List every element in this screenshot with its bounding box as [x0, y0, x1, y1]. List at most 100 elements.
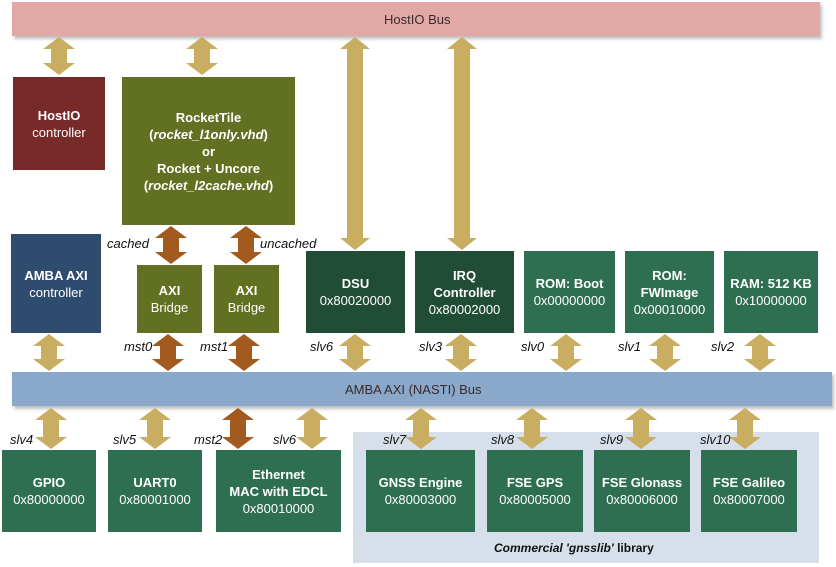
rom-fw-title1: ROM:	[652, 267, 687, 283]
rocket-line4: Rocket + Uncore	[157, 160, 260, 176]
rom-fw-title2: FWImage	[640, 284, 699, 300]
rom-boot-block: ROM: Boot 0x00000000	[524, 251, 615, 333]
axi-bridge-uncached-title: AXI	[235, 283, 258, 298]
arrow-slv7	[405, 408, 437, 449]
fse-glonass-block: FSE Glonass 0x80006000	[594, 450, 690, 532]
label-slv6-eth: slv6	[273, 432, 297, 447]
arrow-irq-hostio	[447, 37, 477, 250]
gpio-address: 0x80000000	[13, 492, 85, 507]
amba-axi-controller-title: AMBA AXI	[24, 267, 88, 283]
rocket-line3: or	[202, 143, 215, 159]
dsu-title: DSU	[341, 276, 370, 291]
arrow-slv0	[550, 334, 582, 371]
ram-title: RAM: 512 KB	[730, 276, 812, 291]
arrow-slv6-dsu	[339, 334, 371, 371]
label-slv6-dsu: slv6	[310, 339, 334, 354]
rom-boot-address: 0x00000000	[533, 293, 606, 308]
irq-title2: Controller	[433, 284, 496, 300]
label-mst1: mst1	[200, 339, 229, 354]
rocket-tile-block: RocketTile (rocket_l1only.vhd) or Rocket…	[122, 77, 295, 225]
dsu-block: DSU 0x80020000	[306, 251, 405, 333]
dsu-address: 0x80020000	[319, 293, 392, 308]
ethernet-title1: Ethernet	[252, 466, 305, 482]
arrow-axi-ctrl	[33, 334, 65, 371]
rom-fwimage-block: ROM: FWImage 0x00010000	[625, 251, 714, 333]
label-slv5: slv5	[113, 432, 137, 447]
amba-axi-bus: AMBA AXI (NASTI) Bus	[12, 372, 832, 406]
arrow-slv4	[35, 408, 67, 449]
amba-axi-controller-sub: controller	[29, 284, 83, 300]
fse-gps-block: FSE GPS 0x80005000	[487, 450, 583, 532]
arrow-slv6-eth	[296, 408, 328, 449]
rom-boot-title: ROM: Boot	[535, 276, 604, 291]
label-slv10: slv10	[700, 432, 731, 447]
label-slv2: slv2	[711, 339, 735, 354]
ram-block: RAM: 512 KB 0x10000000	[724, 251, 818, 333]
fse-gps-title: FSE GPS	[506, 475, 564, 490]
ethernet-title2: MAC with EDCL	[229, 483, 328, 499]
uart0-address: 0x80001000	[119, 492, 191, 507]
irq-address: 0x80002000	[428, 301, 501, 317]
irq-controller-block: IRQ Controller 0x80002000	[415, 251, 514, 333]
label-mst2: mst2	[194, 432, 223, 447]
arrow-slv8	[516, 408, 548, 449]
arrow-slv9	[625, 408, 657, 449]
hostio-controller-block: HostIO controller	[13, 77, 105, 170]
rocket-line1: RocketTile	[175, 109, 242, 125]
amba-axi-bus-label: AMBA AXI (NASTI) Bus	[345, 381, 482, 397]
arrow-mst1	[228, 334, 260, 371]
ethernet-block: Ethernet MAC with EDCL 0x80010000	[216, 450, 341, 532]
library-suffix: library	[613, 541, 654, 555]
axi-bridge-uncached: AXI Bridge	[214, 265, 279, 333]
axi-bridge-cached-sub: Bridge	[150, 300, 189, 315]
label-slv4: slv4	[10, 432, 34, 447]
label-slv9: slv9	[600, 432, 624, 447]
library-prefix: Commercial	[494, 541, 567, 555]
fse-glonass-address: 0x80006000	[606, 492, 678, 507]
gnss-engine-title: GNSS Engine	[378, 475, 463, 490]
fse-galileo-block: FSE Galileo 0x80007000	[701, 450, 797, 532]
fse-glonass-title: FSE Glonass	[601, 475, 683, 490]
hostio-bus: HostIO Bus	[12, 2, 820, 36]
gnss-engine-address: 0x80003000	[384, 492, 457, 507]
arrow-cached	[155, 226, 187, 264]
uart0-title: UART0	[133, 475, 177, 490]
arrow-mst0	[152, 334, 184, 371]
gpio-block: GPIO 0x80000000	[2, 450, 96, 532]
label-slv3: slv3	[419, 339, 443, 354]
fse-gps-address: 0x80005000	[499, 492, 571, 507]
arrow-dsu-hostio	[340, 37, 370, 250]
gpio-title: GPIO	[32, 475, 66, 490]
label-uncached: uncached	[260, 236, 317, 251]
axi-bridge-cached-title: AXI	[158, 283, 181, 298]
amba-axi-controller-block: AMBA AXI controller	[11, 234, 101, 333]
hostio-controller-title: HostIO	[37, 107, 81, 123]
label-slv1: slv1	[618, 339, 642, 354]
gnss-engine-block: GNSS Engine 0x80003000	[366, 450, 475, 532]
arrow-rocket-hostio	[186, 37, 218, 75]
hostio-bus-label: HostIO Bus	[384, 11, 451, 27]
label-cached: cached	[107, 236, 149, 251]
rom-fw-address: 0x00010000	[633, 301, 706, 317]
arrow-slv5	[139, 408, 171, 449]
label-slv8: slv8	[491, 432, 515, 447]
ram-address: 0x10000000	[735, 293, 807, 308]
arrow-slv3	[445, 334, 477, 371]
arrow-slv10	[729, 408, 761, 449]
library-name: 'gnsslib'	[566, 541, 614, 555]
hostio-controller-sub: controller	[32, 124, 86, 140]
fse-galileo-address: 0x80007000	[713, 492, 785, 507]
arrow-slv1	[649, 334, 681, 371]
label-mst0: mst0	[124, 339, 153, 354]
arrow-slv2	[744, 334, 776, 371]
label-slv0: slv0	[521, 339, 545, 354]
axi-bridge-uncached-sub: Bridge	[227, 300, 266, 315]
ethernet-address: 0x80010000	[242, 500, 315, 516]
rocket-line5: rocket_l2cache.vhd	[148, 177, 269, 193]
fse-galileo-title: FSE Galileo	[712, 475, 786, 490]
arrow-uncached	[230, 226, 262, 264]
gnsslib-library-label: Commercial 'gnsslib' library	[494, 541, 654, 555]
arrow-hostio-ctrl	[43, 37, 75, 75]
irq-title1: IRQ	[452, 267, 477, 283]
